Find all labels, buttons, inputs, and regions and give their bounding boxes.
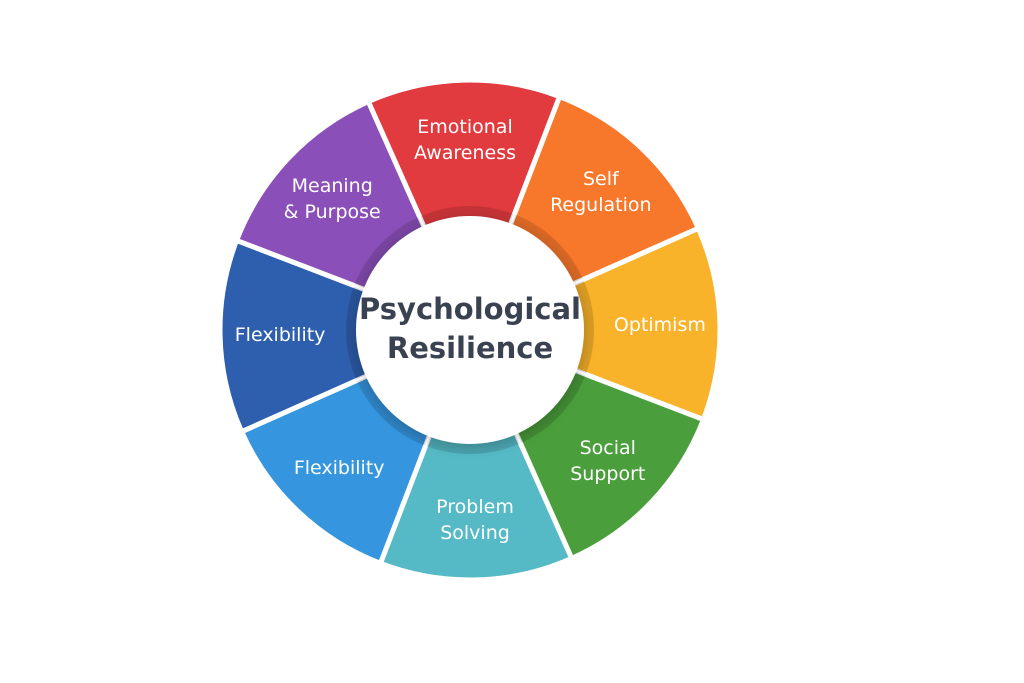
segment-7-label: Flexibility [235,324,326,346]
segment-4-label-line-2: Support [570,462,645,484]
segment-8-label-line-2: & Purpose [284,201,381,223]
segment-3-label-line-1: Optimism [614,314,706,336]
segment-1-label-line-1: Emotional [417,116,512,138]
segment-4-label-line-1: Social [580,436,636,458]
segment-8-label: Meaning & Purpose [284,175,381,223]
segment-1-label-line-2: Awareness [414,142,516,164]
segment-3-label: Optimism [614,314,706,336]
center-circle [356,216,584,444]
segment-8-label-line-1: Meaning [292,175,373,197]
segment-5-label-line-2: Solving [440,521,510,543]
segment-2-label-line-1: Self [583,168,620,190]
center-title-line-2: Resilience [387,331,553,365]
segment-7-label-line-1: Flexibility [235,324,326,346]
segment-5-label-line-1: Problem [436,495,514,517]
segment-2-label-line-2: Regulation [550,194,651,216]
segment-6-label-line-1: Flexibility [294,456,385,478]
segment-6-label: Flexibility [294,456,385,478]
center-title-line-1: Psychological [359,292,581,326]
